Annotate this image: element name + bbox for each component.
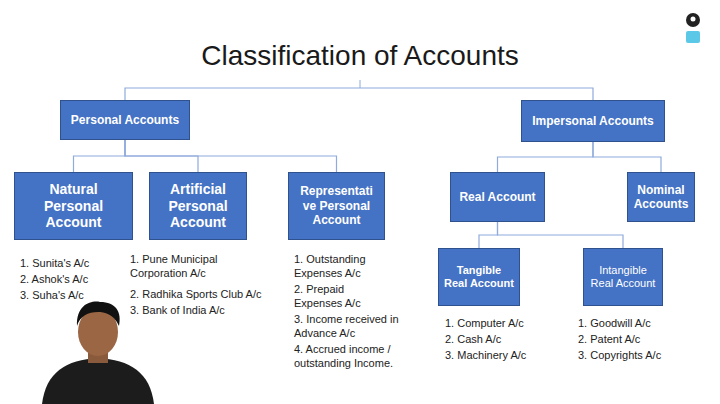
box-label: Personal Accounts [71, 113, 179, 127]
example-item: 3. Copyrights A/c [578, 348, 708, 362]
box-label: Representati ve Personal Account [294, 184, 379, 227]
box-label: Nominal Accounts [633, 183, 689, 212]
tree-connector [74, 140, 126, 172]
box-label: Intangible Real Account [589, 264, 657, 290]
example-item: 3. Machinery A/c [445, 348, 565, 362]
box-label: Artificial Personal Account [155, 181, 241, 231]
example-item: 1. Pune Municipal Corporation A/c [130, 252, 248, 280]
presenter-figure [42, 302, 154, 404]
example-item: 1. Goodwill A/c [578, 316, 708, 330]
title-tick [360, 80, 361, 88]
category-box: Nominal Accounts [627, 172, 695, 222]
category-box: Natural Personal Account [14, 172, 133, 240]
tree-connector [125, 88, 593, 100]
tree-connector [498, 142, 594, 172]
example-item: 2. Patent A/c [578, 332, 708, 346]
category-box: Impersonal Accounts [521, 100, 665, 142]
category-box: Artificial Personal Account [149, 172, 247, 240]
tree-connector [498, 222, 624, 248]
logo-icon [686, 13, 700, 43]
category-box: Intangible Real Account [583, 248, 663, 306]
category-box: Personal Accounts [60, 100, 190, 140]
example-item: 2. Cash A/c [445, 332, 565, 346]
category-box: Real Account [450, 172, 545, 222]
box-label: Tangible Real Account [444, 264, 514, 290]
category-box: Representati ve Personal Account [288, 172, 385, 240]
example-item: 1. Outstanding Expenses A/c [294, 252, 394, 280]
box-label: Natural Personal Account [20, 181, 127, 231]
category-box: Tangible Real Account [438, 248, 520, 306]
tree-connector [479, 222, 498, 248]
diagram-title: Classification of Accounts [0, 40, 720, 72]
example-item: 3. Income received in Advance A/c [294, 312, 412, 340]
example-item: 3. Bank of India A/c [130, 303, 280, 317]
example-item: 2. Ashok's A/c [20, 272, 130, 286]
tree-connector [125, 140, 337, 172]
tree-connector [593, 142, 661, 172]
example-item: 3. Suha's A/c [20, 288, 130, 302]
example-item: 1. Sunita's A/c [20, 256, 130, 270]
example-item: 4. Accrued income / outstanding Income. [294, 342, 422, 370]
box-label: Real Account [459, 190, 535, 204]
box-label: Impersonal Accounts [532, 114, 654, 128]
example-item: 1. Computer A/c [445, 316, 565, 330]
example-item: 2. Radhika Sports Club A/c [130, 287, 280, 301]
example-item: 2. Prepaid Expenses A/c [294, 282, 394, 310]
